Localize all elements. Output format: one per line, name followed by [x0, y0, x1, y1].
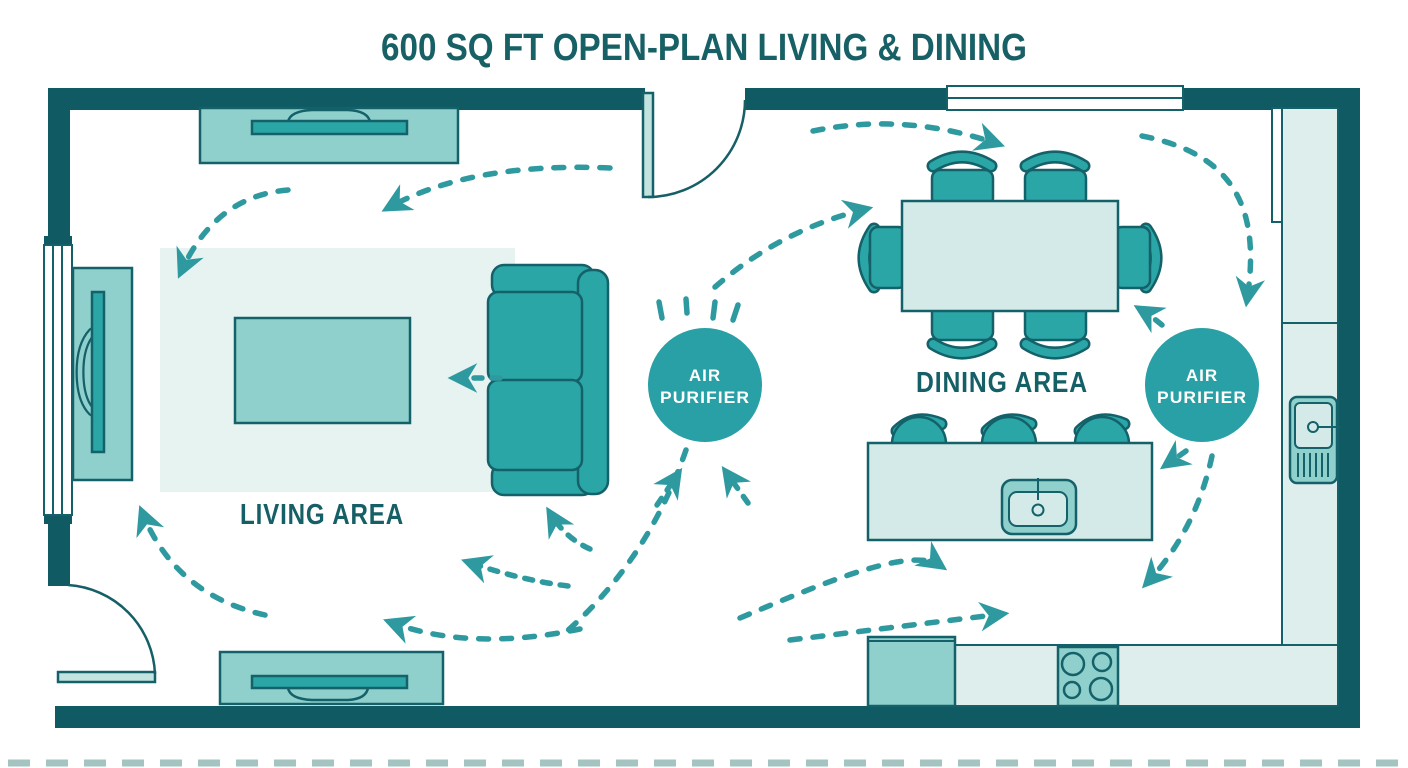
wall-bottom — [55, 706, 1360, 728]
sofa — [486, 263, 610, 497]
door-top — [641, 91, 747, 199]
tv-screen — [90, 290, 106, 454]
burner — [1091, 651, 1113, 673]
cooktop — [1056, 645, 1120, 708]
air-purifier-label-line2: PURIFIER — [660, 388, 750, 407]
burner — [1088, 676, 1114, 702]
dining-chair — [926, 150, 998, 208]
living-area-label: LIVING AREA — [240, 499, 404, 531]
dining-chair — [926, 302, 998, 360]
airflow-arrow — [721, 465, 752, 506]
door-bottom-left-leaf — [56, 670, 157, 684]
coffee-table — [233, 316, 412, 425]
sofa-seat-cushion — [486, 378, 584, 472]
wall-top-right-segment — [1183, 88, 1360, 110]
dining-area: DINING AREA — [857, 150, 1163, 399]
kitchen — [866, 107, 1340, 708]
air-purifier-label-line1: AIR — [1186, 366, 1218, 385]
living-area: LIVING AREA — [71, 106, 610, 706]
airflow-tick — [710, 299, 718, 321]
window-left-bottom-cap — [44, 514, 72, 524]
refrigerator-handle-knob — [1307, 421, 1319, 433]
tall-cabinet-panel — [1271, 107, 1283, 223]
sink-drain — [1031, 503, 1045, 517]
window-left — [43, 236, 73, 524]
airflow-tick — [656, 299, 665, 321]
tv-unit-left — [71, 266, 134, 482]
wall-top-left-segment — [48, 88, 645, 110]
airflow-arrow — [787, 601, 1010, 643]
walls — [48, 88, 1360, 728]
airflow-arrow — [546, 506, 593, 552]
media-console-top — [198, 106, 460, 165]
door-bottom-left — [56, 583, 157, 684]
airflow-arrow — [810, 121, 1006, 151]
burner — [1062, 680, 1082, 700]
dining-chair — [1019, 150, 1091, 208]
sofa-seat-cushion — [486, 290, 584, 384]
windows — [43, 85, 1184, 524]
airflow-arrow — [176, 187, 291, 279]
airflow-arrow — [653, 467, 683, 508]
airflow-arrows — [136, 121, 1266, 644]
airflow-arrow — [1159, 440, 1193, 470]
dining-chair — [1112, 222, 1163, 294]
airflow-arrow — [1139, 133, 1266, 308]
media-console-bottom — [218, 650, 445, 706]
air-purifier-left: AIR PURIFIER — [648, 328, 762, 442]
media-console-top-shelf — [250, 119, 409, 136]
burner — [1060, 651, 1086, 677]
bar-stool — [1073, 413, 1131, 446]
wall-left-lower-segment — [48, 516, 70, 586]
tv-stand-bracket — [77, 329, 95, 415]
airflow-tick — [683, 296, 690, 316]
wall-top-middle-segment — [745, 88, 947, 110]
air-purifier-right: AIR PURIFIER — [1145, 328, 1259, 442]
airflow-arrow — [460, 555, 571, 589]
dining-chair — [857, 222, 908, 294]
base-cabinet — [866, 635, 957, 708]
airflow-tick — [730, 302, 741, 323]
airflow-arrow — [1133, 305, 1167, 334]
air-purifier-label-line1: AIR — [689, 366, 721, 385]
wall-right — [1338, 88, 1360, 728]
airflow-arrow — [1141, 453, 1215, 589]
sink — [1000, 478, 1078, 536]
door-top-leaf — [641, 91, 655, 199]
wall-left-upper-segment — [48, 88, 70, 246]
doors — [56, 91, 747, 684]
airflow-arrow — [383, 615, 583, 644]
door-bottom-left-swing-arc — [67, 583, 157, 675]
air-purifier-label-line2: PURIFIER — [1157, 388, 1247, 407]
dining-area-label: DINING AREA — [916, 367, 1088, 399]
airflow-arrow — [381, 164, 613, 212]
door-top-swing-arc — [647, 99, 747, 199]
media-console-top-object — [286, 108, 372, 124]
airflow-arrow — [712, 199, 874, 290]
window-left-top-cap — [44, 236, 72, 246]
media-console-bottom-shelf — [250, 674, 409, 690]
dining-table — [900, 199, 1120, 313]
window-left-glass — [43, 244, 73, 516]
page-title: 600 SQ FT OPEN-PLAN LIVING & DINING — [381, 27, 1027, 69]
air-purifier-circle — [1145, 328, 1259, 442]
refrigerator — [1288, 395, 1340, 485]
refrigerator-vents — [1297, 453, 1329, 477]
bar-stool — [890, 413, 948, 446]
media-console-bottom-object — [286, 686, 370, 702]
airflow-arrow — [737, 541, 948, 621]
airflow-arrow — [136, 505, 268, 618]
bar-stool — [980, 413, 1038, 446]
window-top — [946, 85, 1184, 111]
air-purifier-circle — [648, 328, 762, 442]
